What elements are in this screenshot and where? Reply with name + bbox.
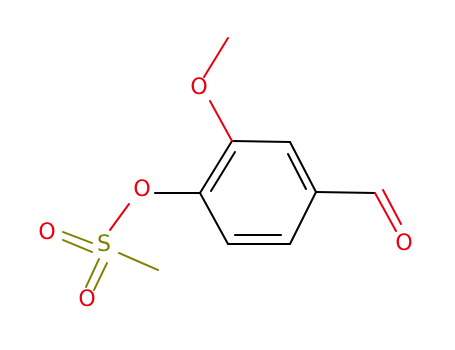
atom-o-methoxy: O xyxy=(190,75,207,100)
atom-o-sulfonyl-bottom: O xyxy=(78,287,95,312)
bond-s-o-top xyxy=(62,231,93,244)
ring-bond-c2-c3-inner xyxy=(287,153,307,190)
bond-methoxy-o-ch3 xyxy=(203,37,229,78)
atom-s: S xyxy=(97,232,111,257)
bond-s-o-top-inner xyxy=(62,239,93,253)
atom-o-aldehyde: O xyxy=(395,231,412,256)
bond-s-o-bottom xyxy=(85,258,100,288)
bond-ring-methoxy-o xyxy=(209,100,233,142)
ring-bond-c5-c6 xyxy=(199,192,229,245)
ring-bond-c2-c3 xyxy=(289,141,317,193)
bond-ester-o-s xyxy=(109,203,130,231)
ring-bond-c6-c1-inner xyxy=(210,151,236,192)
bond-s-ch3 xyxy=(118,252,159,271)
bond-aldehyde-co xyxy=(374,192,397,232)
bond-s-o-bottom-inner xyxy=(93,262,108,291)
bond-aldehyde-co-inner xyxy=(382,189,402,225)
atom-o-ester: O xyxy=(133,177,150,202)
ring-bond-c1-c2 xyxy=(231,140,291,143)
bond-ring-aldehyde xyxy=(315,191,376,194)
ring-bond-c3-c4 xyxy=(289,191,317,245)
atom-o-sulfonyl-top: O xyxy=(38,220,55,245)
ring-bond-c6-c1 xyxy=(199,140,233,194)
